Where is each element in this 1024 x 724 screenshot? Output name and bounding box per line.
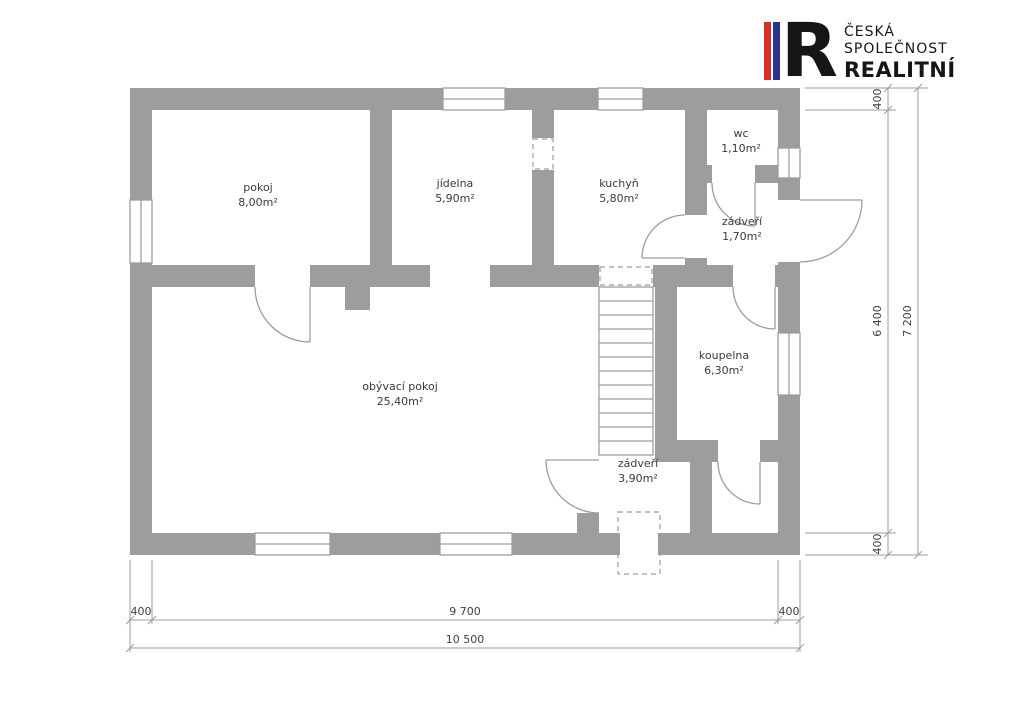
dim-bottom-total: 10 500 — [446, 633, 485, 646]
room-label-wc: wc 1,10m² — [721, 127, 761, 157]
dim-right-total: 7 200 — [901, 305, 914, 337]
logo-r-mark: R — [764, 8, 838, 94]
staircase — [598, 286, 654, 456]
room-name: zádveří — [721, 215, 763, 229]
room-area: 8,00m² — [238, 196, 278, 209]
dimension-lines — [125, 83, 928, 653]
room-area: 1,10m² — [721, 142, 761, 155]
wall-openings — [255, 165, 800, 555]
logo-line-1: ČESKÁ — [843, 24, 896, 40]
room-label-pokoj: pokoj 8,00m² — [238, 181, 278, 211]
logo-text: ČESKÁ SPOLEČNOST REALITNÍ — [844, 22, 956, 83]
room-label-zadveri-bottom: zádveří 3,90m² — [618, 457, 658, 487]
room-area: 25,40m² — [376, 395, 424, 408]
room-name: jídelna — [436, 177, 474, 191]
room-name: zádveří — [617, 457, 659, 471]
room-area: 3,90m² — [618, 472, 658, 485]
logo-red-stripe-icon — [764, 22, 771, 80]
room-name: pokoj — [243, 181, 273, 195]
dim-bottom-right: 400 — [779, 605, 800, 618]
room-label-obyvaci-pokoj: obývací pokoj 25,40m² — [362, 380, 438, 410]
room-area: 1,70m² — [722, 230, 762, 243]
dashed-openings — [532, 138, 661, 575]
dim-bottom-middle: 9 700 — [449, 605, 481, 618]
dim-right-bottom: 400 — [871, 534, 884, 555]
room-name: wc — [733, 127, 749, 141]
logo-line-3: REALITNÍ — [843, 58, 956, 82]
dim-right-middle: 6 400 — [871, 305, 884, 337]
room-name: koupelna — [698, 349, 750, 363]
room-name: obývací pokoj — [362, 380, 438, 394]
walls — [130, 88, 800, 555]
logo-blue-stripe-icon — [773, 22, 780, 80]
room-label-kuchyn: kuchyň 5,80m² — [599, 177, 639, 207]
logo-r-letter: R — [781, 8, 838, 94]
room-label-jidelna: jídelna 5,90m² — [435, 177, 475, 207]
windows — [129, 87, 801, 556]
room-name: kuchyň — [599, 177, 639, 191]
room-label-koupelna: koupelna 6,30m² — [699, 349, 749, 379]
dim-bottom-left: 400 — [131, 605, 152, 618]
dimension-labels: 400 6 400 400 7 200 400 9 700 400 10 500 — [131, 89, 915, 647]
agency-logo: R ČESKÁ SPOLEČNOST REALITNÍ — [764, 8, 956, 94]
logo-line-2: SPOLEČNOST — [843, 41, 948, 57]
dim-right-top: 400 — [871, 89, 884, 110]
door-swings — [254, 182, 863, 514]
room-area: 5,80m² — [599, 192, 639, 205]
room-area: 6,30m² — [704, 364, 744, 377]
room-area: 5,90m² — [435, 192, 475, 205]
room-label-zadveri-top: zádveří 1,70m² — [722, 215, 762, 245]
